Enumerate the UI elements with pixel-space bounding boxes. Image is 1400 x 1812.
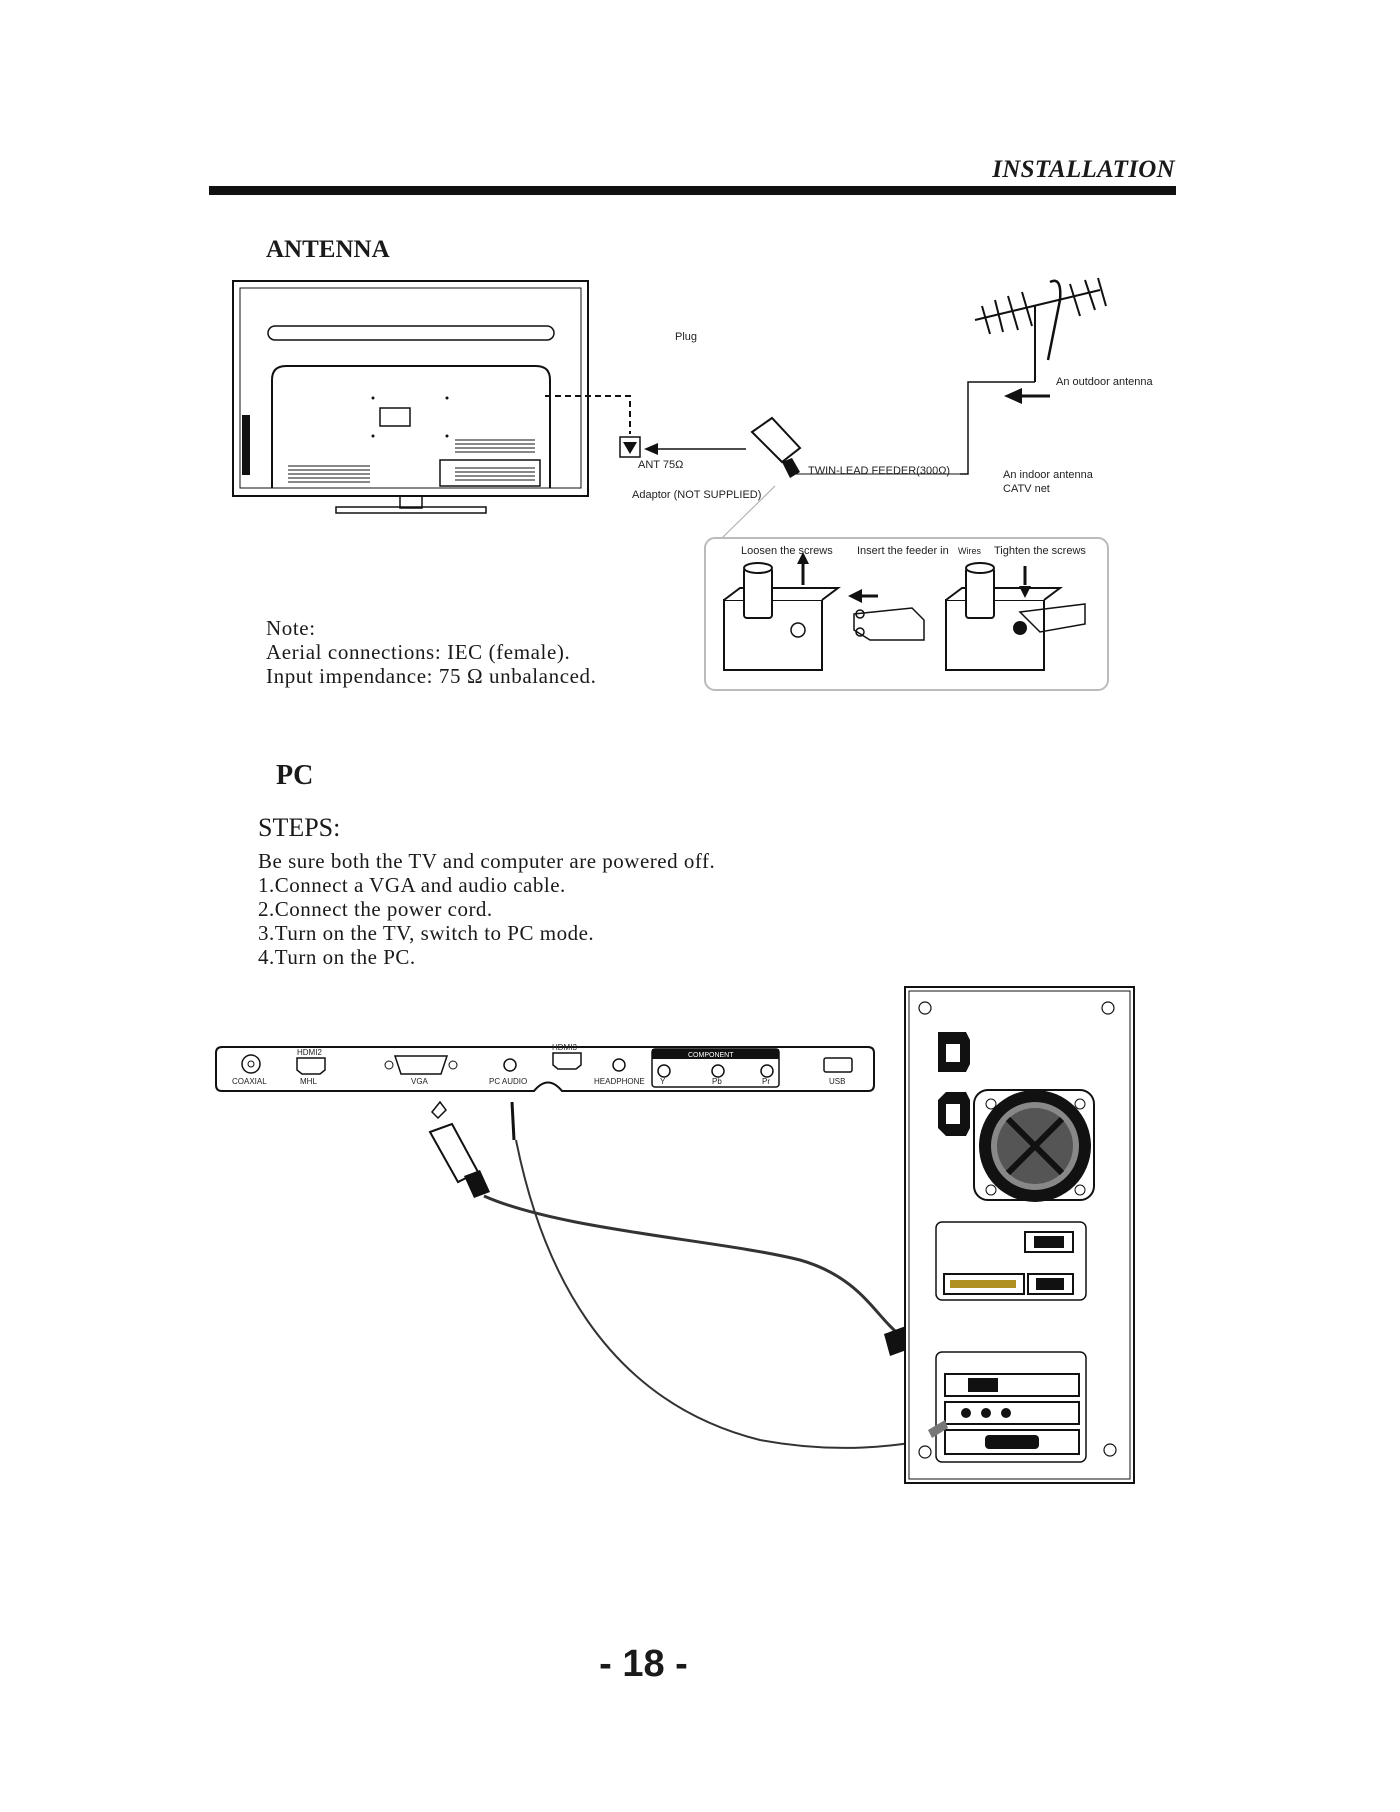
feeder-detail-panel <box>704 537 1109 691</box>
mhl-label: MHL <box>300 1077 317 1086</box>
indoor-antenna-label: An indoor antenna <box>1003 469 1094 481</box>
steps-list: Be sure both the TV and computer are pow… <box>258 849 715 969</box>
vga-cable <box>428 1100 911 1342</box>
step-line: 1.Connect a VGA and audio cable. <box>258 873 566 897</box>
vga-label: VGA <box>411 1077 429 1086</box>
page-number: - 18 - <box>599 1643 688 1685</box>
pc-audio-port-icon <box>503 1058 517 1072</box>
coaxial-port-icon <box>241 1054 261 1074</box>
antenna-note: Note: Aerial connections: IEC (female). … <box>266 616 597 688</box>
plug-label: Plug <box>675 331 697 343</box>
antenna-feed-line <box>960 381 1035 475</box>
step-line: 3.Turn on the TV, switch to PC mode. <box>258 921 595 945</box>
headphone-label: HEADPHONE <box>594 1077 645 1086</box>
step-line: 2.Connect the power cord. <box>258 897 493 921</box>
step-line: 4.Turn on the PC. <box>258 945 416 969</box>
component-y-label: Y <box>660 1077 666 1086</box>
note-heading: Note: <box>266 616 316 640</box>
catv-label: CATV net <box>1003 483 1050 495</box>
tv-back-illustration <box>232 280 589 514</box>
page-section-header: INSTALLATION <box>992 156 1175 183</box>
step-line: Be sure both the TV and computer are pow… <box>258 849 716 873</box>
audio-cable <box>510 1101 931 1449</box>
outdoor-antenna-icon <box>974 277 1107 382</box>
dashed-ant-connection <box>545 395 631 434</box>
outdoor-arrow <box>1004 388 1050 404</box>
antenna-title: ANTENNA <box>266 236 390 263</box>
component-pb-label: Pb <box>712 1077 722 1086</box>
plug-icon <box>750 416 802 478</box>
outdoor-antenna-label: An outdoor antenna <box>1056 376 1154 388</box>
component-label: COMPONENT <box>688 1052 734 1059</box>
tighten-screws-label: Tighten the screws <box>994 545 1086 557</box>
insert-feeder-label: Insert the feeder in <box>857 545 949 557</box>
hdmi3-label: HDMI3 <box>552 1043 577 1052</box>
wires-label: Wires <box>958 546 981 556</box>
usb-port-icon <box>823 1057 853 1073</box>
pc-title: PC <box>276 760 314 791</box>
plug-arrow <box>644 443 746 455</box>
note-line: Aerial connections: IEC (female). <box>266 640 571 664</box>
twin-lead-label: TWIN-LEAD FEEDER(300Ω) <box>808 465 950 477</box>
adaptor-label: Adaptor (NOT SUPPLIED) <box>632 489 761 501</box>
header-rule <box>209 186 1176 195</box>
loosen-screws-label: Loosen the screws <box>741 545 833 557</box>
hdmi3-port-icon <box>552 1052 582 1070</box>
component-pr-label: Pr <box>762 1077 770 1086</box>
steps-title: STEPS: <box>258 813 341 842</box>
hdmi2-port-icon <box>296 1057 326 1075</box>
hdmi2-label: HDMI2 <box>297 1048 322 1057</box>
pc-audio-label: PC AUDIO <box>489 1077 527 1086</box>
ant-connector-icon <box>619 436 641 458</box>
ant-label: ANT 75Ω <box>638 459 683 471</box>
tv-port-panel <box>215 1046 875 1092</box>
note-line: Input impendance: 75 Ω unbalanced. <box>266 664 597 688</box>
vga-port-icon <box>393 1055 449 1075</box>
headphone-port-icon <box>612 1058 626 1072</box>
pc-tower-illustration <box>904 986 1135 1484</box>
detail-pointer <box>721 485 776 539</box>
usb-label: USB <box>829 1077 845 1086</box>
coaxial-label: COAXIAL <box>232 1077 267 1086</box>
